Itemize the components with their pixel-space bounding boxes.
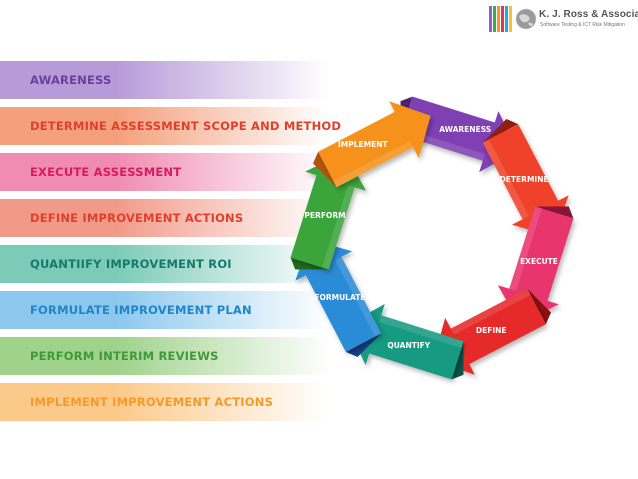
cycle-arrow [346, 303, 464, 380]
arrow-highlight [333, 141, 414, 188]
stage-label: QUANTIIFY IMPROVEMENT ROI [30, 257, 232, 271]
arrow-fold [313, 151, 337, 188]
stage-list: AWARENESS DETERMINE ASSESSMENT SCOPE AND… [0, 61, 341, 421]
cycle-step-label: DEFINE [476, 326, 507, 335]
cycle-step-label: QUANTIFY [387, 341, 430, 350]
cycle-step-execute: EXECUTE [497, 206, 574, 324]
arrow-highlight [509, 206, 542, 291]
arrow-fold [482, 119, 519, 143]
stage-label: FORMULATE IMPROVEMENT PLAN [30, 303, 252, 317]
cycle-arrow [497, 206, 574, 324]
logo-bars-icon [489, 6, 513, 32]
arrow-highlight [322, 185, 355, 270]
logo-bar [501, 6, 504, 32]
stage-implement: IMPLEMENT IMPROVEMENT ACTIONS [0, 383, 330, 421]
cycle-step-perform: PERFORM [290, 152, 367, 270]
cycle-step-label: AWARENESS [439, 125, 491, 134]
stage-label: PERFORM INTERIM REVIEWS [30, 349, 219, 363]
cycle-step-label: DETERMINE [500, 175, 549, 184]
stage-awareness: AWARENESS [0, 61, 330, 99]
company-name: K. J. Ross & Associates [539, 9, 638, 20]
stage-label: DEFINE IMPROVEMENT ACTIONS [30, 211, 244, 225]
cycle-step-label: FORMULATE [314, 293, 365, 302]
globe-icon [515, 8, 537, 30]
stage-label: DETERMINE ASSESSMENT SCOPE AND METHOD [30, 119, 342, 133]
cycle-step-label: IMPLEMENT [338, 140, 389, 149]
stage-define: DEFINE IMPROVEMENT ACTIONS [0, 199, 330, 237]
stage-label: EXECUTE ASSESSMENT [30, 165, 182, 179]
logo-bar [505, 6, 508, 32]
arrow-highlight [379, 315, 464, 348]
stage-quantify: QUANTIIFY IMPROVEMENT ROI [0, 245, 330, 283]
cycle-step-quantify: QUANTIFY [346, 303, 464, 380]
logo-bar [497, 6, 500, 32]
cycle-arrow [318, 101, 431, 188]
stage-formulate: FORMULATE IMPROVEMENT PLAN [0, 291, 330, 329]
arrow-highlight [450, 288, 531, 335]
arrow-fold [345, 333, 382, 357]
logo-bar [493, 6, 496, 32]
logo-bar [509, 6, 512, 32]
arrow-fold [527, 288, 551, 325]
stage-perform: PERFORM INTERIM REVIEWS [0, 337, 330, 375]
stage-label: AWARENESS [30, 73, 112, 87]
stage-label: IMPLEMENT IMPROVEMENT ACTIONS [30, 395, 274, 409]
stage-determine: DETERMINE ASSESSMENT SCOPE AND METHOD [0, 107, 341, 145]
cycle-step-label: PERFORM [304, 211, 345, 220]
cycle-arrow [290, 152, 367, 270]
cycle-step-label: EXECUTE [520, 257, 558, 266]
improvement-cycle-diagram: AWARENESS DETERMINE EXECUTE DEFINE QUANTIFY F… [290, 96, 574, 380]
stage-execute: EXECUTE ASSESSMENT [0, 153, 330, 191]
arrow-highlight [482, 139, 529, 220]
arrow-highlight [335, 256, 382, 337]
cycle-step-implement: IMPLEMENT [313, 101, 431, 188]
company-logo: K. J. Ross & Associates Software Testing… [489, 6, 638, 36]
company-tagline: Software Testing & ICT Risk Mitigation [540, 22, 625, 28]
logo-bar [489, 6, 492, 32]
